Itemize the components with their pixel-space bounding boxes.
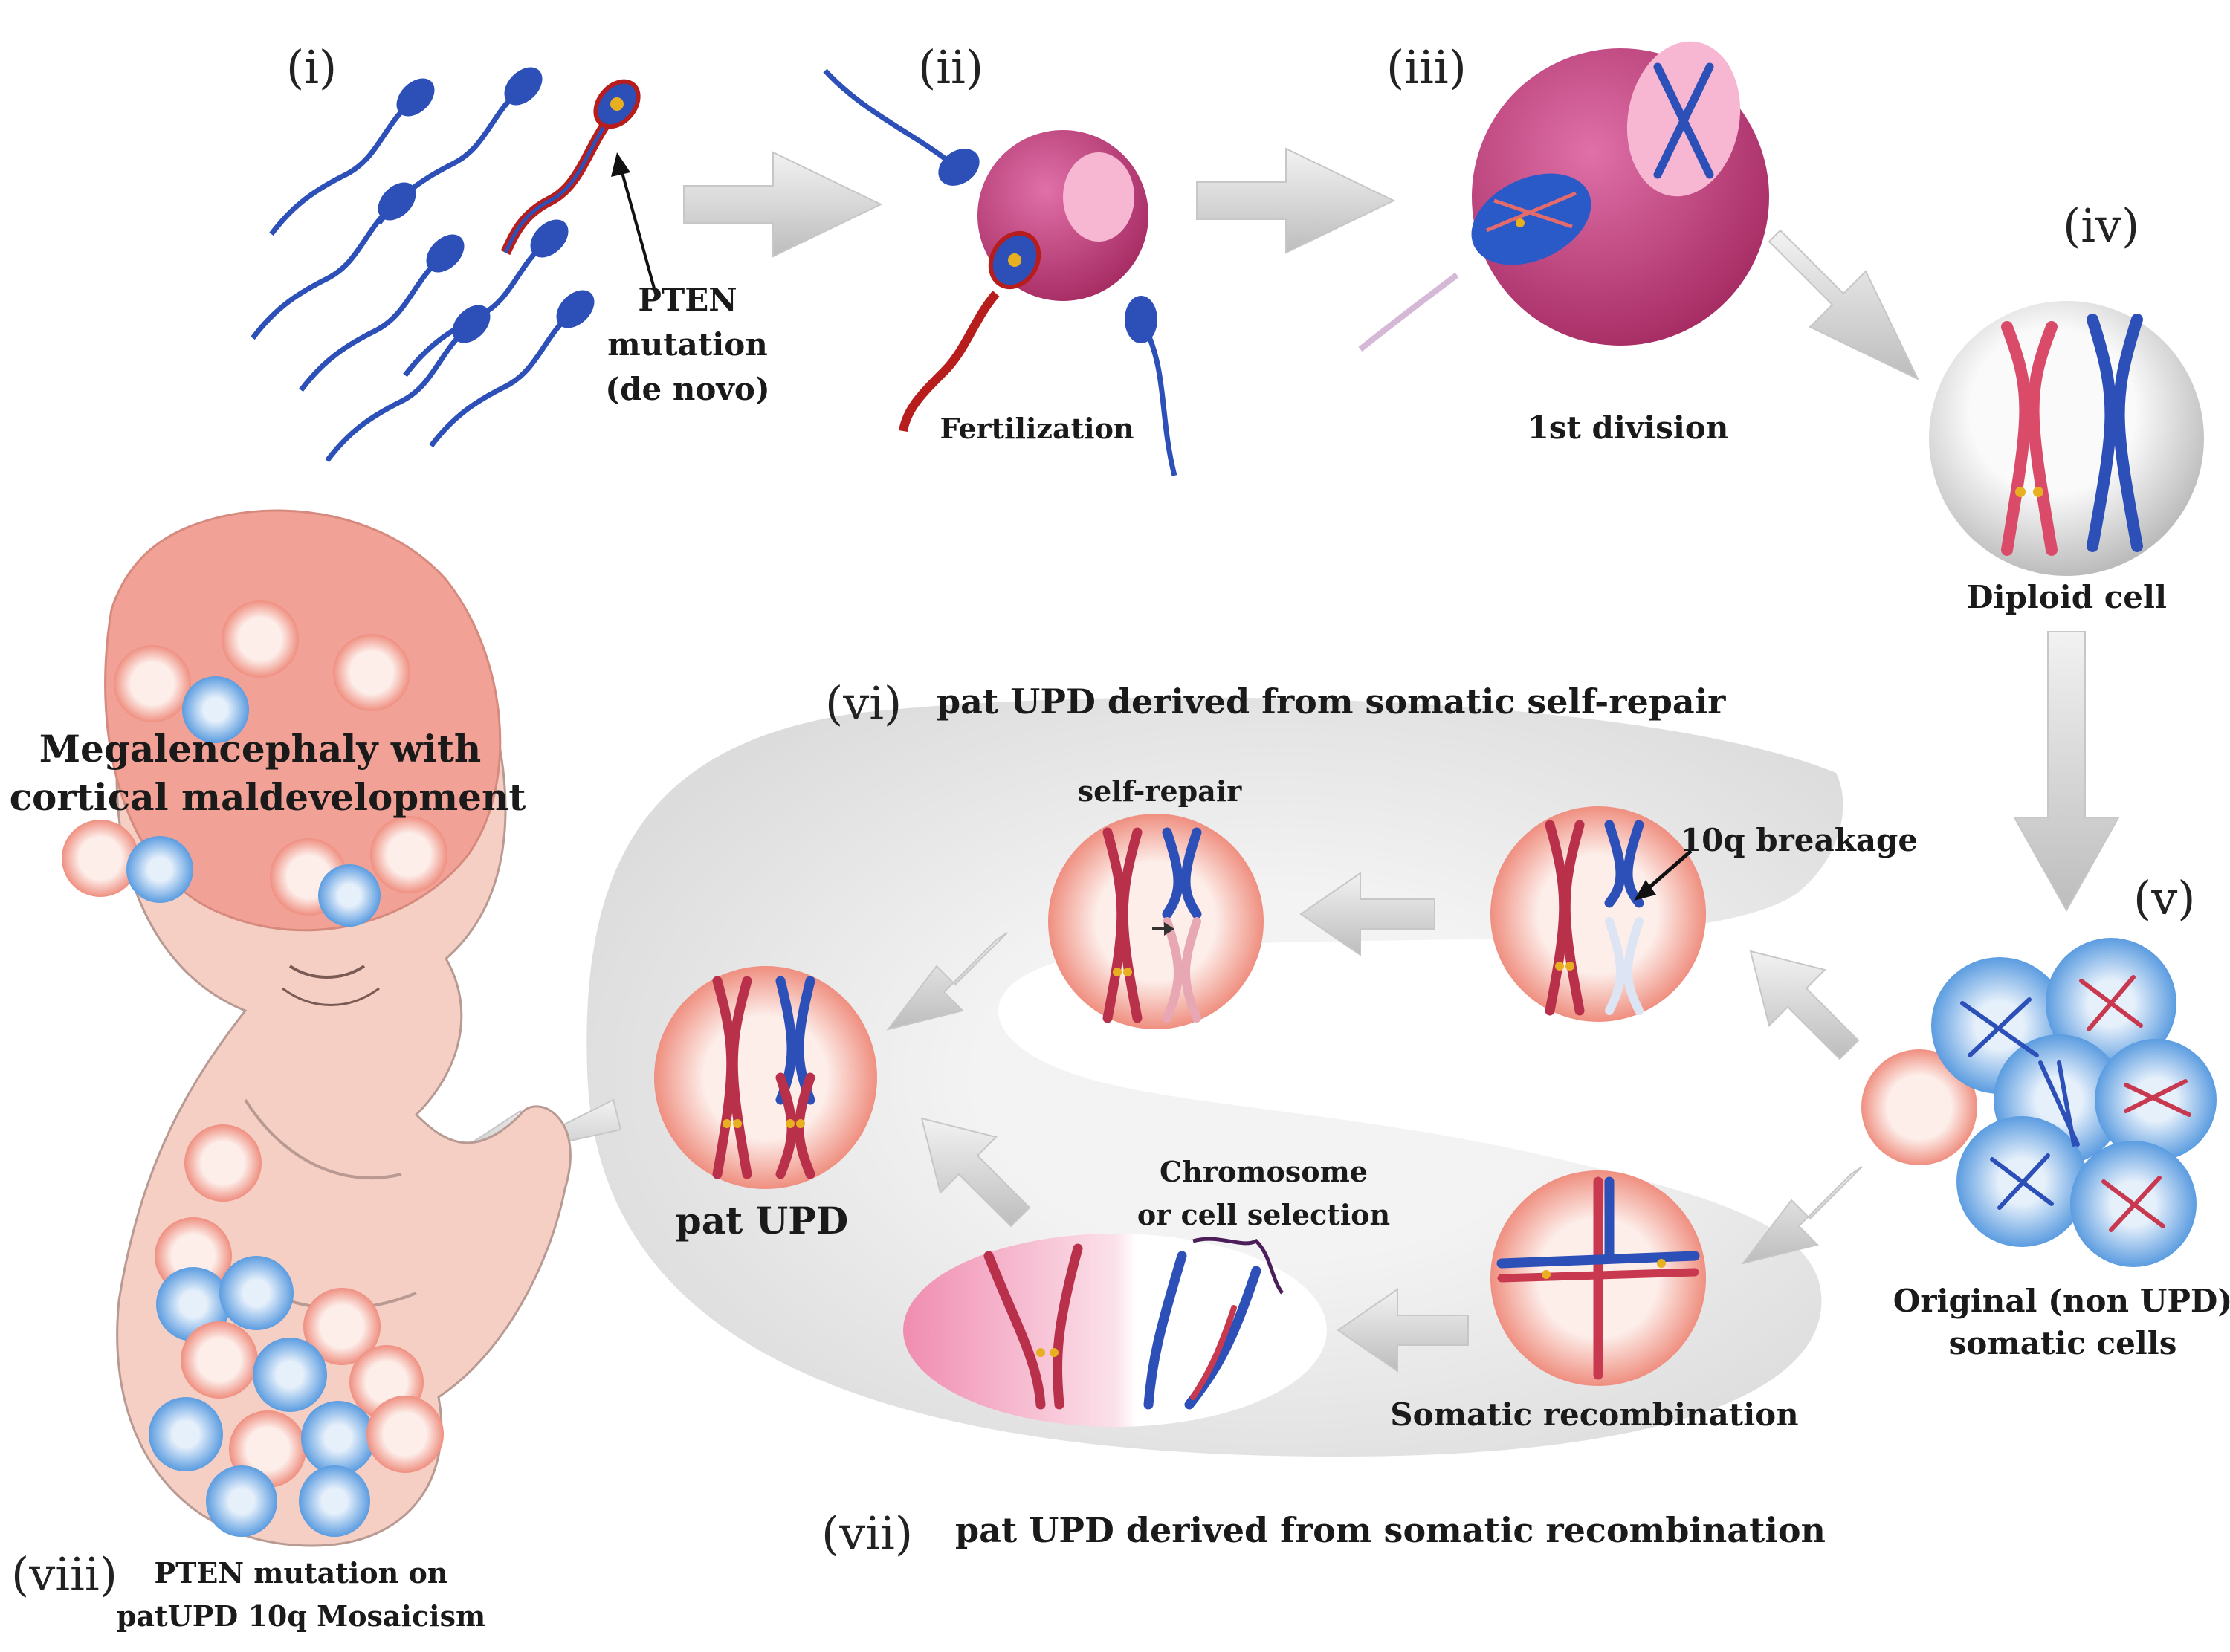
pathway-vi-title: pat UPD derived from somatic self-repair — [937, 681, 1726, 722]
zygote-first-division — [1358, 41, 1769, 352]
selection-label-line2: or cell selection — [1137, 1198, 1390, 1231]
selection-lens — [903, 1234, 1327, 1427]
first-division-label: 1st division — [1528, 409, 1729, 446]
step-ii-label: (ii) — [918, 40, 983, 94]
self-repair-cell — [1048, 814, 1264, 1029]
step-viii-label: (viii) — [11, 1547, 117, 1601]
original-cells-label-line1: Original (non UPD) — [1893, 1283, 2230, 1319]
recombination-label: Somatic recombination — [1390, 1396, 1798, 1433]
arrow-selection-to-patupd — [920, 1117, 1031, 1228]
arrow-recombination-to-selection — [1337, 1288, 1469, 1373]
pten-label-line2: mutation — [607, 326, 768, 363]
arrow-iii-to-iv — [1768, 229, 1920, 381]
self-repair-label: self-repair — [1078, 774, 1243, 808]
arrow-ii-to-iii — [1196, 147, 1396, 254]
selection-label-line1: Chromosome — [1160, 1155, 1368, 1188]
mosaic-label-line2: patUPD 10q Mosaicism — [117, 1599, 485, 1633]
step-iv-label: (iv) — [2063, 198, 2139, 253]
arrow-original-to-breakage — [1749, 950, 1860, 1060]
pathway-vii-title: pat UPD derived from somatic recombinati… — [955, 1510, 1826, 1550]
fertilization-label: Fertilization — [940, 412, 1134, 445]
megalencephaly-label-line1: Megalencephaly with — [39, 727, 482, 771]
pten-label-line3: (de novo) — [605, 371, 769, 407]
recombination-cell — [1490, 1170, 1706, 1386]
pat-upd-label: pat UPD — [676, 1199, 848, 1243]
arrow-breakage-to-repair — [1299, 872, 1435, 956]
pten-pointer-line — [619, 166, 657, 294]
breakage-cell — [1490, 806, 1706, 1022]
arrow-original-to-recombination — [1741, 1166, 1863, 1265]
step-vi-label: (vi) — [825, 676, 902, 731]
diploid-cell — [1929, 301, 2204, 576]
pten-label-line1: PTEN — [638, 282, 737, 318]
body-cells — [149, 1124, 444, 1537]
megalencephaly-label-line2: cortical maldevelopment — [10, 775, 526, 819]
arrow-repair-to-patupd — [886, 932, 1008, 1031]
original-cells-label-line2: somatic cells — [1949, 1325, 2177, 1361]
step-iii-label: (iii) — [1386, 40, 1467, 94]
diploid-cell-label: Diploid cell — [1966, 579, 2167, 615]
mutant-sperm — [500, 79, 641, 256]
arrow-iv-to-v — [2013, 631, 2120, 913]
arrow-i-to-ii — [683, 151, 883, 258]
breakage-pointer-head — [1634, 880, 1656, 901]
step-vii-label: (vii) — [821, 1506, 913, 1561]
pat-upd-cell — [654, 966, 877, 1189]
mosaic-label-line1: PTEN mutation on — [155, 1556, 448, 1590]
breakage-label: 10q breakage — [1680, 822, 1918, 858]
breakage-pointer-line — [1643, 849, 1693, 893]
fertilization-egg — [823, 68, 1177, 476]
brain-cells — [62, 600, 447, 927]
step-v-label: (v) — [2133, 871, 2195, 925]
pten-pointer-head — [611, 152, 630, 177]
sperm-cluster — [253, 60, 641, 461]
original-cell-cluster — [1861, 938, 2217, 1267]
step-i-label: (i) — [286, 40, 337, 94]
